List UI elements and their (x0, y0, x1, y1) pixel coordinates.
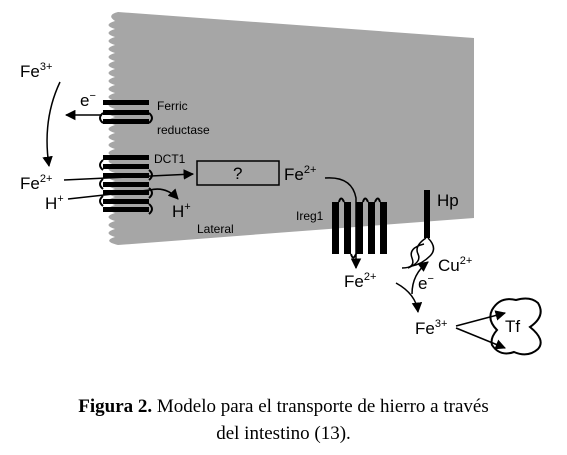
unknown-carrier-box (196, 160, 280, 186)
arrow-fe2-oxidation (395, 282, 423, 314)
label-fe2-cell: Fe2+ (284, 164, 316, 184)
label-cu: Cu2+ (438, 255, 472, 275)
arrow-fe3-to-tf-upper (455, 310, 507, 327)
label-ireg1: Ireg1 (296, 209, 324, 223)
ireg1-transporter (332, 197, 387, 259)
figure-caption: Figura 2. Modelo para el transporte de h… (0, 393, 567, 447)
label-ferric: Ferric (157, 99, 188, 113)
caption-label: Figura 2. (78, 396, 153, 417)
arrow-fe3-to-tf-lower (455, 327, 506, 350)
label-lateral: Lateral (197, 222, 234, 236)
arrow-fe2-uptake (63, 169, 195, 181)
ferric-reductase-transporter (99, 100, 153, 124)
label-h-inside: H+ (172, 201, 191, 221)
arrow-fe3-reduction (42, 81, 61, 168)
arrow-electron-to-cu (411, 261, 429, 295)
label-hp: Hp (437, 191, 459, 210)
label-electron-2: e− (418, 273, 434, 293)
label-electron: e− (80, 90, 96, 110)
caption-line-1: Figura 2. Modelo para el transporte de h… (0, 393, 567, 420)
label-dct1: DCT1 (154, 152, 186, 166)
label-fe2-left: Fe2+ (20, 173, 52, 193)
arrow-h-uptake (67, 188, 179, 200)
enterocyte-cell (108, 12, 474, 245)
label-fe2-out: Fe2+ (344, 271, 376, 291)
label-h-left: H+ (45, 193, 64, 213)
caption-line-2: del intestino (13). (216, 423, 351, 444)
caption-text-1: Modelo para el transporte de hierro a tr… (156, 396, 489, 417)
arrow-fe2-to-ireg1 (324, 177, 362, 270)
label-tf: Tf (505, 317, 520, 336)
iron-transport-diagram: Fe3+ e− Ferric reductase DCT1 ? Fe2+ H+ … (20, 12, 542, 356)
label-unknown-carrier: ? (233, 164, 242, 183)
label-reductase: reductase (157, 123, 210, 137)
label-fe3-top: Fe3+ (20, 61, 52, 81)
label-fe3-out: Fe3+ (415, 318, 447, 338)
